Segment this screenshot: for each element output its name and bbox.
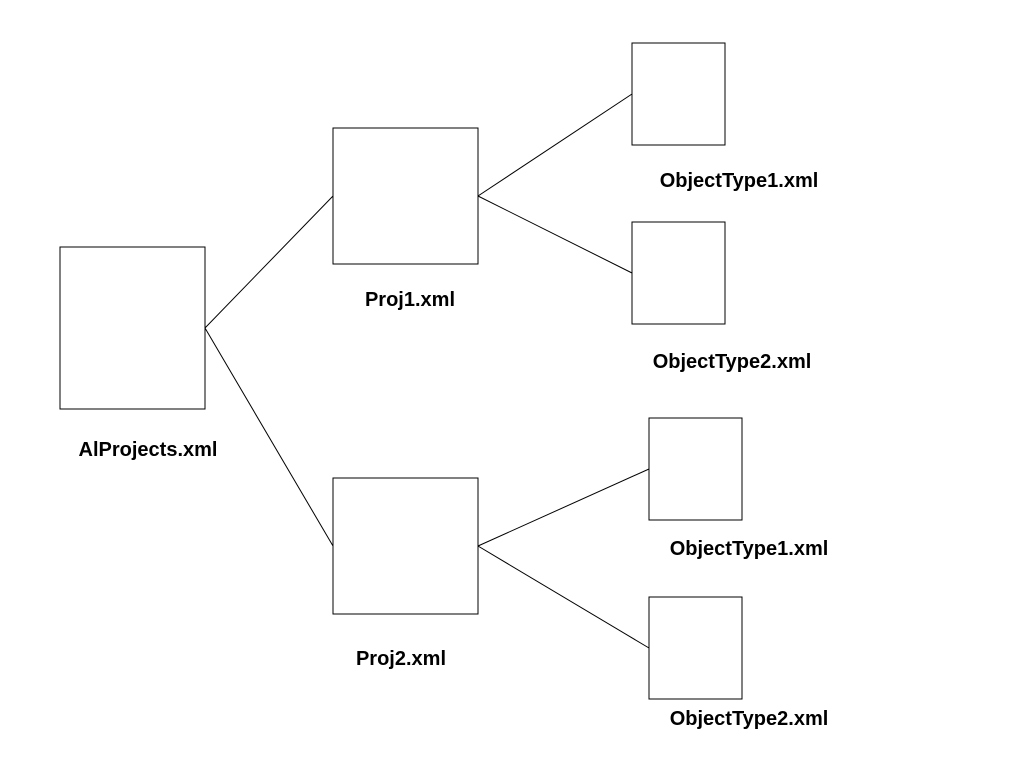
node-label-proj1-objecttype1: ObjectType1.xml <box>660 170 819 192</box>
node-label-proj2-objecttype1: ObjectType1.xml <box>670 538 829 560</box>
node-box-proj1-objecttype1 <box>631 42 726 146</box>
node-box-root <box>59 246 206 410</box>
node-label-proj1: Proj1.xml <box>365 289 455 311</box>
node-label-proj2: Proj2.xml <box>356 648 446 670</box>
edge-root-to-proj2 <box>204 327 334 547</box>
node-box-proj2 <box>332 477 479 615</box>
node-box-proj1 <box>332 127 479 265</box>
edge-proj1-to-objecttype2 <box>477 195 633 274</box>
node-box-proj2-objecttype1 <box>648 417 743 521</box>
edge-root-to-proj1 <box>204 195 334 329</box>
node-box-proj2-objecttype2 <box>648 596 743 700</box>
node-box-proj1-objecttype2 <box>631 221 726 325</box>
edge-proj2-to-objecttype1 <box>477 468 650 547</box>
edge-proj1-to-objecttype1 <box>477 93 633 197</box>
node-label-proj2-objecttype2: ObjectType2.xml <box>670 708 829 730</box>
node-label-root: AlProjects.xml <box>79 439 218 461</box>
edge-proj2-to-objecttype2 <box>477 545 650 649</box>
node-label-proj1-objecttype2: ObjectType2.xml <box>653 351 812 373</box>
